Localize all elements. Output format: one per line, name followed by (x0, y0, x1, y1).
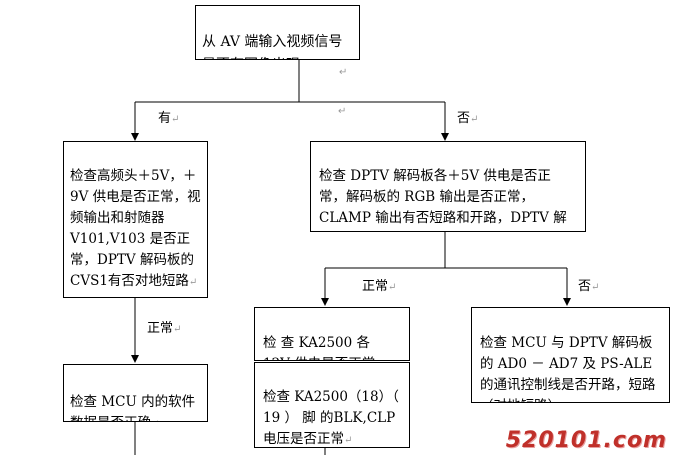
ka-pins-box: 检查 KA2500（18）（ 19 ） 脚 的BLK,CLP 电压是否正常↵ (254, 362, 410, 448)
watermark-logo: 520101.com (505, 428, 667, 453)
mcu-bus-box: 检查 MCU 与 DPTV 解码板 的 AD0 － AD7 及 PS-ALE 的… (471, 307, 670, 403)
start-box: 从 AV 端输入视频信号是否有图像出现↵ (195, 5, 360, 60)
ok-label: 正常↵ (147, 321, 182, 336)
mcu-software-box: 检查 MCU 内的软件数据是否正确↵ (63, 364, 208, 422)
ka-branch-no-label: 否↵ (578, 279, 600, 294)
dptv-check-text: 检查 DPTV 解码板各＋5V 供电是否正常，解码板的 RGB 输出是否正常，C… (319, 168, 567, 226)
mcu-software-text: 检查 MCU 内的软件数据是否正确 (70, 394, 196, 421)
ka-power-text: 检 查 KA2500 各 12V 供电是否正常 (263, 335, 375, 360)
paragraph-mark: ↵ (338, 106, 347, 117)
paragraph-mark: ↵ (339, 67, 348, 78)
paragraph-mark: ↵ (188, 277, 198, 288)
mcu-bus-text: 检查 MCU 与 DPTV 解码板 的 AD0 － AD7 及 PS-ALE 的… (480, 335, 656, 402)
ka-pins-text: 检查 KA2500（18）（ 19 ） 脚 的BLK,CLP 电压是否正常 (263, 389, 399, 447)
branch-yes-label: 有↵ (158, 111, 180, 126)
paragraph-mark: ↵ (344, 435, 353, 446)
left-check-box: 检查高频头＋5V，＋9V 供电是否正常，视频输出和射随器 V101,V103 是… (63, 141, 208, 298)
left-check-text: 检查高频头＋5V，＋9V 供电是否正常，视频输出和射随器 V101,V103 是… (70, 168, 201, 289)
ka-power-box: 检 查 KA2500 各 12V 供电是否正常 (254, 307, 410, 361)
start-box-text: 从 AV 端输入视频信号是否有图像出现 (202, 34, 343, 59)
ka-branch-ok-label: 正常↵ (362, 279, 397, 294)
branch-no-label: 否↵ (457, 111, 479, 126)
paragraph-mark: ↵ (151, 419, 159, 421)
dptv-check-box: 检查 DPTV 解码板各＋5V 供电是否正常，解码板的 RGB 输出是否正常，C… (310, 141, 586, 232)
